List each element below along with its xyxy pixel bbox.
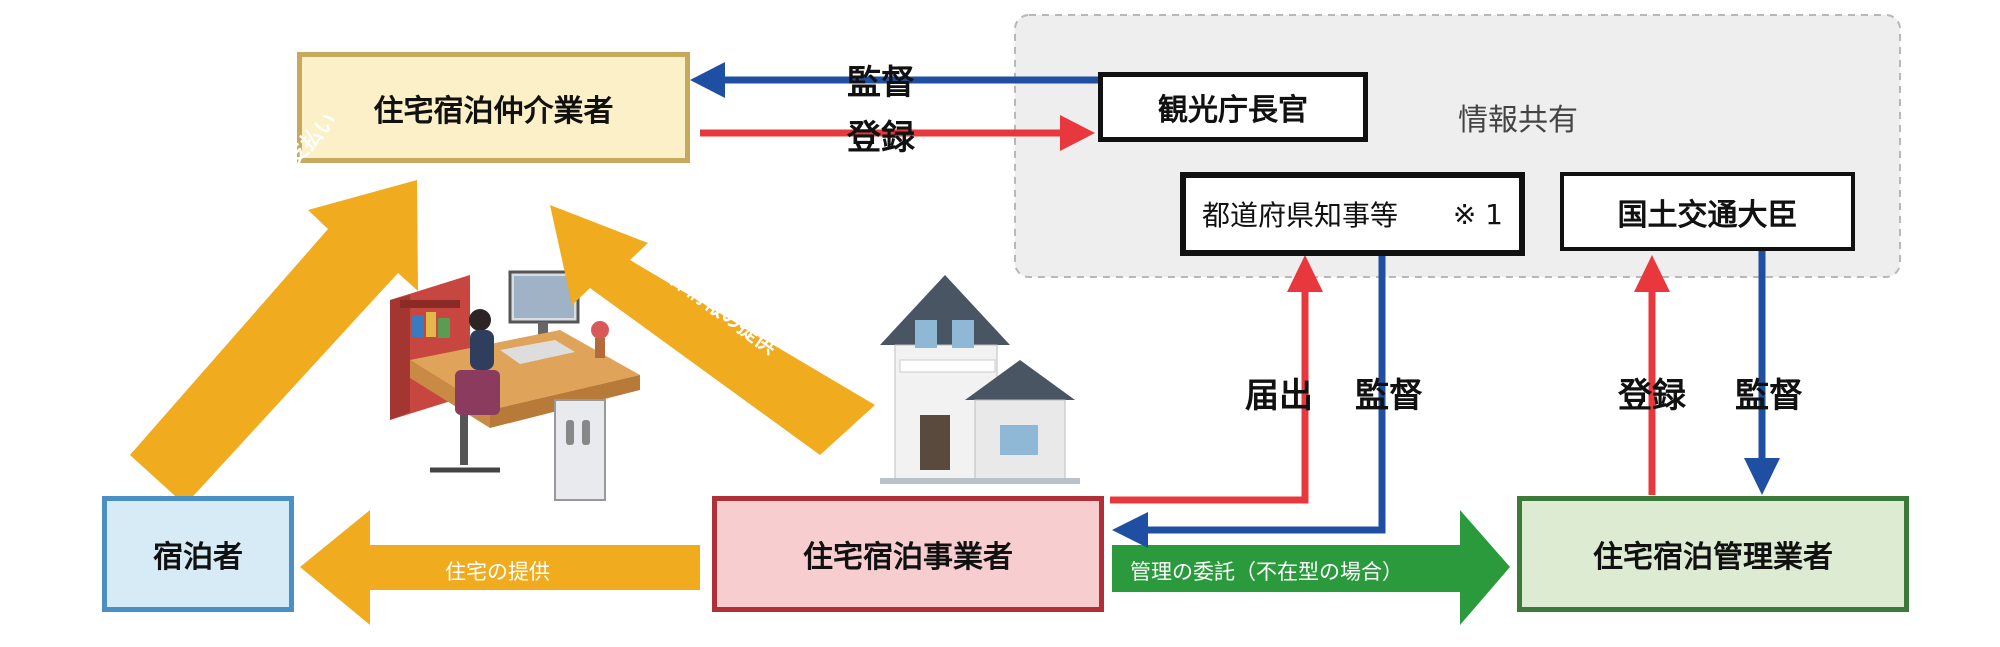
arrow-minister-to-manager [1744, 250, 1780, 495]
edge-label-operator-guest: 住宅の提供 [445, 560, 550, 584]
governor-node: 都道府県知事等 ※ 1 [1180, 172, 1525, 256]
guest-node: 宿泊者 [102, 496, 294, 612]
broker-node-label: 住宅宿泊仲介業者 [373, 93, 614, 129]
edge-label-broker-tourism: 登録 [847, 118, 915, 158]
edge-label-tourism-broker: 監督 [847, 63, 915, 103]
arrow-operator-to-manager [1112, 510, 1510, 625]
guest-node-label: 宿泊者 [153, 540, 243, 575]
governor-node-note: ※ 1 [1452, 197, 1503, 231]
minister-node-label: 国土交通大臣 [1617, 197, 1798, 233]
arrow-broker-to-tourism [700, 115, 1095, 151]
arrow-operator-to-governor [1110, 255, 1323, 504]
broker-node: 住宅宿泊仲介業者 [297, 52, 690, 163]
edge-label-operator-governor: 届出 [1245, 376, 1313, 416]
edge-label-minister-manager: 監督 [1735, 376, 1803, 416]
minister-node: 国土交通大臣 [1560, 172, 1855, 251]
operator-node: 住宅宿泊事業者 [712, 496, 1104, 612]
arrow-manager-to-minister [1634, 255, 1670, 495]
manager-node: 住宅宿泊管理業者 [1517, 496, 1909, 612]
edge-label-manager-minister: 登録 [1618, 376, 1686, 416]
tourism-agency-node-label: 観光庁長官 [1158, 93, 1308, 128]
edge-label-governor-operator: 監督 [1355, 376, 1423, 416]
arrow-guest-to-broker [130, 180, 418, 505]
edge-label-operator-manager: 管理の委託（不在型の場合） [1130, 560, 1403, 584]
arrow-operator-to-guest [300, 510, 700, 625]
arrow-operator-to-broker [550, 205, 875, 455]
house-illustration [880, 275, 1080, 484]
manager-node-label: 住宅宿泊管理業者 [1593, 540, 1833, 575]
office-worker-illustration [390, 270, 640, 501]
governor-node-label: 都道府県知事等 [1202, 199, 1399, 232]
arrow-tourism-to-broker [690, 62, 1098, 98]
operator-node-label: 住宅宿泊事業者 [803, 540, 1013, 575]
shared-info-label: 情報共有 [1458, 103, 1578, 138]
arrow-governor-to-operator [1112, 255, 1386, 548]
tourism-agency-node: 観光庁長官 [1098, 72, 1368, 142]
